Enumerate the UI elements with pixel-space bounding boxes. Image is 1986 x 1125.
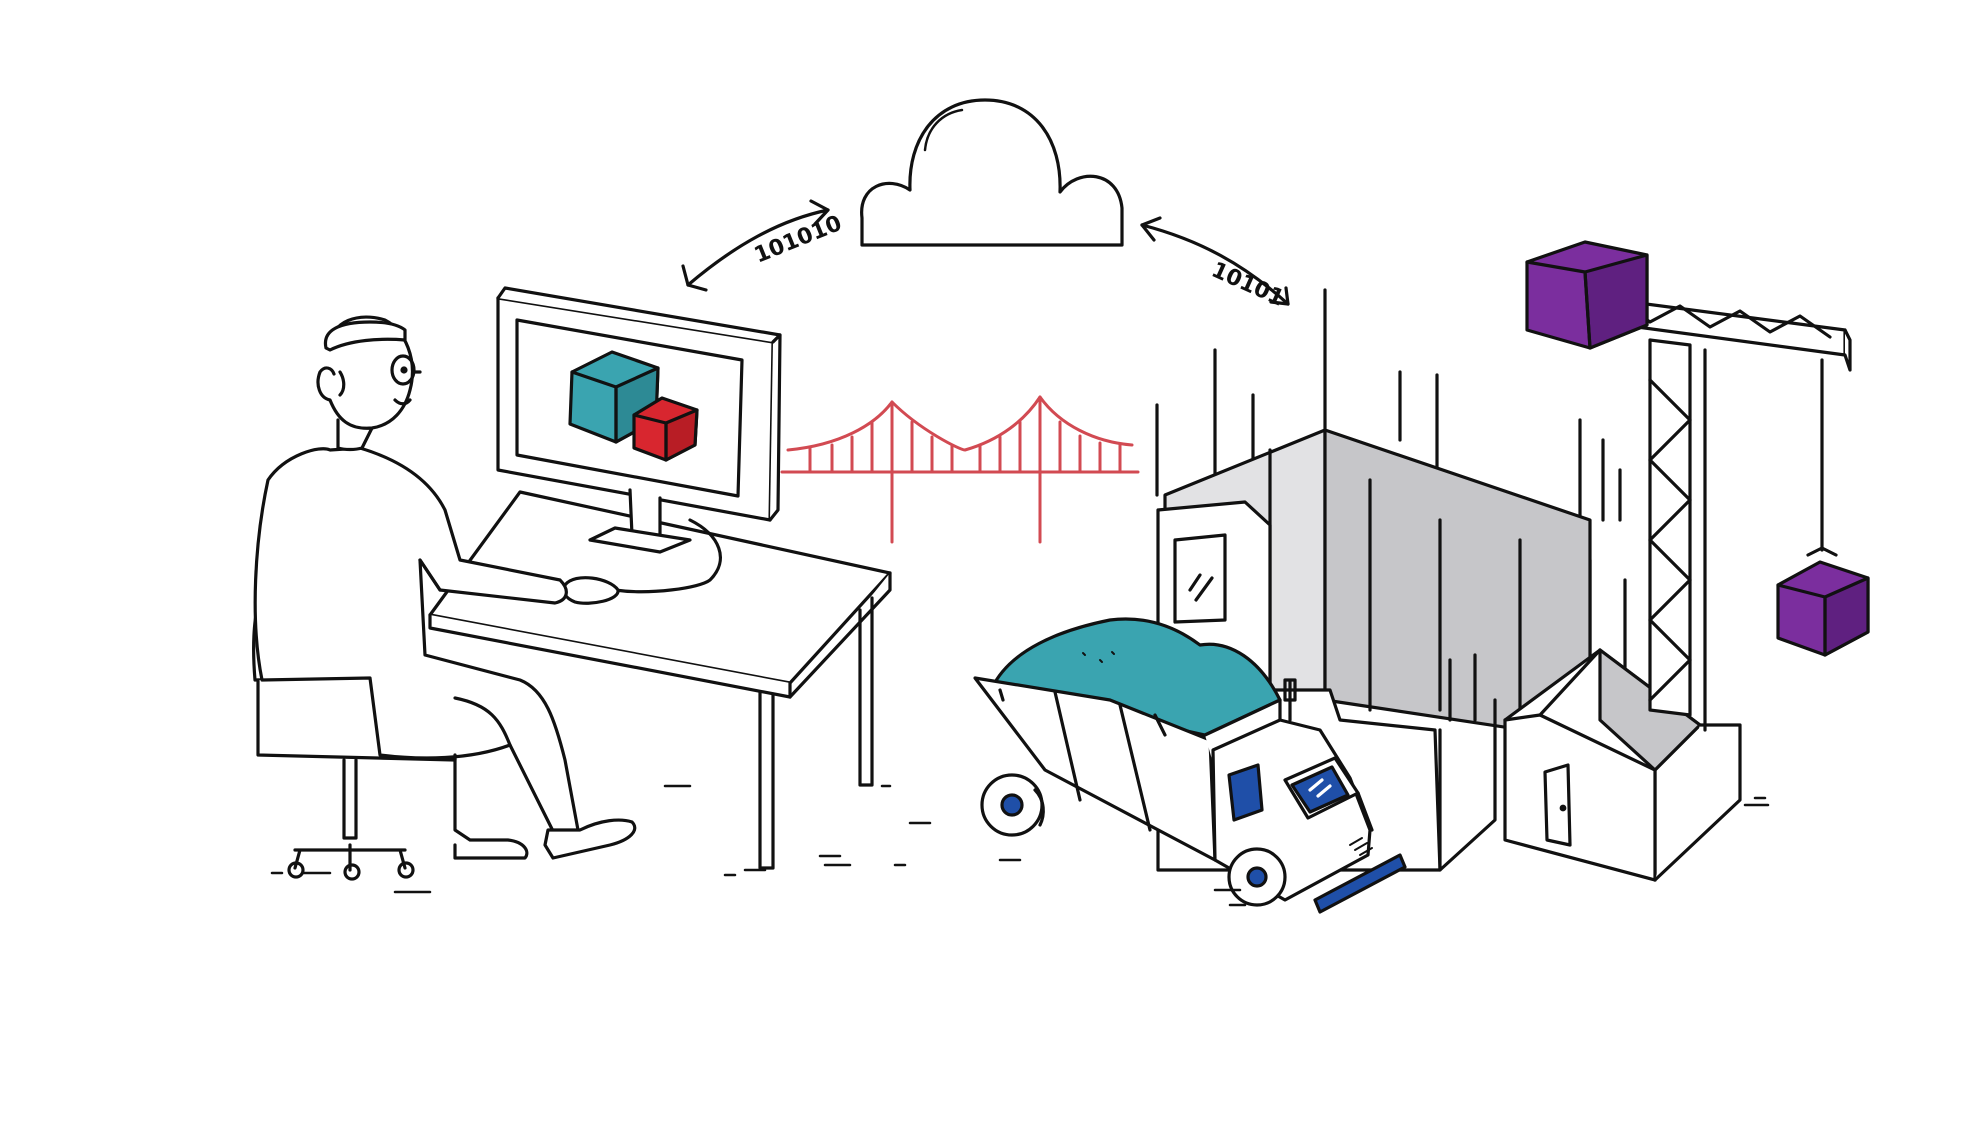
cargo-block-icon bbox=[1525, 240, 1649, 350]
person-icon bbox=[253, 315, 637, 860]
suspension-bridge-icon bbox=[780, 395, 1140, 544]
tower-crane-icon bbox=[1598, 296, 1852, 732]
dump-truck-icon bbox=[973, 617, 1407, 914]
cloud-icon bbox=[860, 98, 1124, 247]
sync-arrow-icon: 101010 bbox=[681, 199, 845, 292]
3d-cubes-icon bbox=[568, 350, 699, 462]
ground-marks bbox=[270, 784, 1770, 907]
binary-label-right: 10101 bbox=[1208, 258, 1288, 312]
desk-icon bbox=[428, 490, 892, 870]
cargo-block-icon bbox=[1776, 560, 1870, 657]
sync-arrow-icon: 10101 bbox=[1140, 216, 1290, 312]
